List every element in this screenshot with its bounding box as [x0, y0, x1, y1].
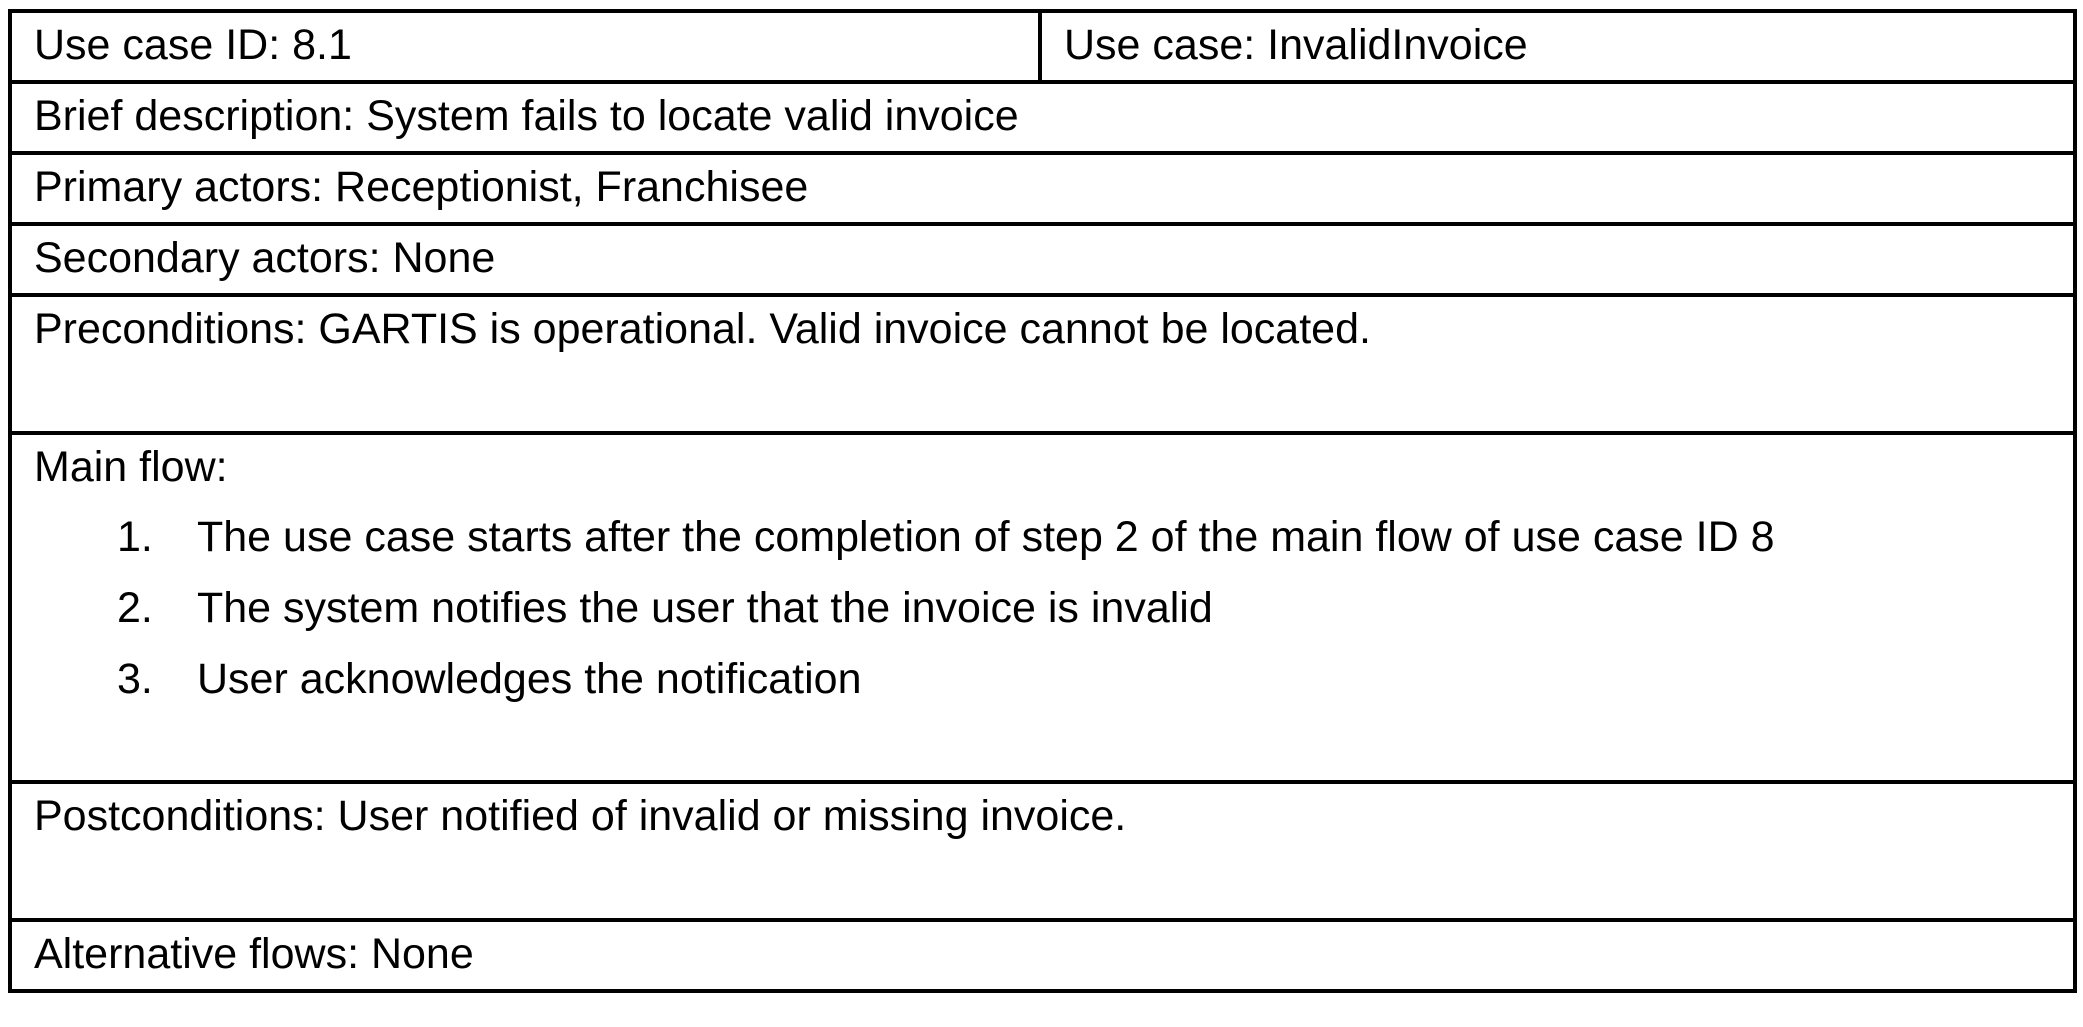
header-row: Use case ID: 8.1 Use case: InvalidInvoic…: [8, 9, 2077, 84]
primary-actors-row: Primary actors: Receptionist, Franchisee: [8, 151, 2077, 226]
step-text: The use case starts after the completion…: [197, 513, 1775, 561]
brief-description-cell: Brief description: System fails to locat…: [8, 80, 2077, 155]
main-flow-heading: Main flow:: [34, 443, 228, 491]
postconditions-cell: Postconditions: User notified of invalid…: [8, 780, 2077, 922]
primary-actors-cell: Primary actors: Receptionist, Franchisee: [8, 151, 2077, 226]
step-text: User acknowledges the notification: [197, 655, 862, 703]
secondary-actors: Secondary actors: None: [34, 234, 496, 282]
step-number: 2.: [117, 584, 153, 632]
secondary-actors-row: Secondary actors: None: [8, 222, 2077, 297]
use-case-id-cell: Use case ID: 8.1: [8, 9, 1042, 84]
use-case-id: Use case ID: 8.1: [34, 21, 352, 69]
postconditions: Postconditions: User notified of invalid…: [34, 792, 1127, 840]
preconditions-cell: Preconditions: GARTIS is operational. Va…: [8, 293, 2077, 435]
alternative-flows: Alternative flows: None: [34, 930, 474, 978]
list-item: 3. User acknowledges the notification: [34, 647, 2071, 718]
postconditions-row: Postconditions: User notified of invalid…: [8, 780, 2077, 922]
main-flow-cell: Main flow: 1. The use case starts after …: [8, 431, 2077, 784]
use-case-name-cell: Use case: InvalidInvoice: [1038, 9, 2077, 84]
preconditions-row: Preconditions: GARTIS is operational. Va…: [8, 293, 2077, 435]
list-item: 2. The system notifies the user that the…: [34, 576, 2071, 647]
preconditions: Preconditions: GARTIS is operational. Va…: [34, 305, 1371, 353]
brief-description: Brief description: System fails to locat…: [34, 92, 1019, 140]
main-flow-steps: 1. The use case starts after the complet…: [34, 505, 2071, 718]
step-text: The system notifies the user that the in…: [197, 584, 1213, 632]
step-number: 3.: [117, 655, 153, 703]
brief-description-row: Brief description: System fails to locat…: [8, 80, 2077, 155]
alternative-flows-row: Alternative flows: None: [8, 918, 2077, 993]
use-case-name: Use case: InvalidInvoice: [1064, 21, 1528, 69]
use-case-table: Use case ID: 8.1 Use case: InvalidInvoic…: [8, 9, 2077, 993]
alternative-flows-cell: Alternative flows: None: [8, 918, 2077, 993]
list-item: 1. The use case starts after the complet…: [34, 505, 2071, 576]
step-number: 1.: [117, 513, 153, 561]
main-flow-row: Main flow: 1. The use case starts after …: [8, 431, 2077, 784]
secondary-actors-cell: Secondary actors: None: [8, 222, 2077, 297]
primary-actors: Primary actors: Receptionist, Franchisee: [34, 163, 809, 211]
